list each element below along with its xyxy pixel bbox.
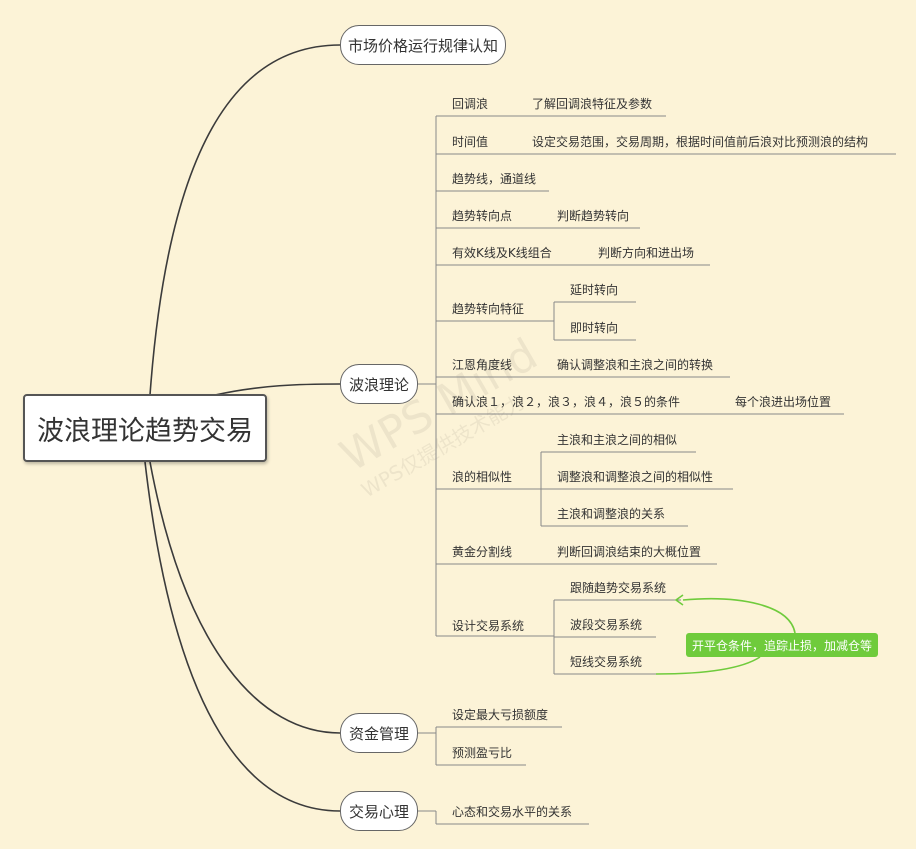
topic-turn-point-detail[interactable]: 判断趋势转向 (557, 209, 630, 223)
branch-wave-theory[interactable]: 波浪理论 (340, 364, 418, 404)
topic-short-term-system[interactable]: 短线交易系统 (570, 655, 643, 669)
topic-pullback[interactable]: 回调浪 (452, 97, 489, 111)
root-topic[interactable]: 波浪理论趋势交易 (23, 394, 267, 462)
topic-time-value-detail[interactable]: 设定交易范围，交易周期，根据时间值前后浪对比预测浪的结构 (532, 135, 869, 149)
branch-money-management[interactable]: 资金管理 (340, 713, 418, 753)
topic-wave-confirm[interactable]: 确认浪１，浪２，浪３，浪４，浪５的条件 (452, 395, 681, 409)
branch-market-cognition[interactable]: 市场价格运行规律认知 (340, 25, 506, 65)
topic-mindset-level[interactable]: 心态和交易水平的关系 (452, 805, 573, 819)
topic-time-value[interactable]: 时间值 (452, 135, 489, 149)
branch-trading-psychology[interactable]: 交易心理 (340, 791, 418, 831)
topic-delayed-turn[interactable]: 延时转向 (570, 283, 619, 297)
topic-trendline[interactable]: 趋势线，通道线 (452, 172, 537, 186)
topic-swing-system[interactable]: 波段交易系统 (570, 618, 643, 632)
note-callout[interactable]: 开平仓条件，追踪止损，加减仓等 (686, 633, 878, 657)
topic-risk-reward[interactable]: 预测盈亏比 (452, 746, 513, 760)
topic-max-loss[interactable]: 设定最大亏损额度 (452, 708, 549, 722)
topic-turn-feature[interactable]: 趋势转向特征 (452, 302, 525, 316)
topic-kline[interactable]: 有效K线及K线组合 (452, 246, 552, 260)
topic-wave-confirm-detail[interactable]: 每个浪进出场位置 (735, 395, 832, 409)
topic-design-system[interactable]: 设计交易系统 (452, 619, 525, 633)
topic-golden-ratio[interactable]: 黄金分割线 (452, 545, 513, 559)
topic-turn-point[interactable]: 趋势转向点 (452, 209, 513, 223)
topic-similar-main[interactable]: 主浪和主浪之间的相似 (557, 433, 678, 447)
topic-golden-ratio-detail[interactable]: 判断回调浪结束的大概位置 (557, 545, 702, 559)
topic-main-correction-relation[interactable]: 主浪和调整浪的关系 (557, 507, 666, 521)
topic-gann-angle[interactable]: 江恩角度线 (452, 358, 513, 372)
topic-gann-angle-detail[interactable]: 确认调整浪和主浪之间的转换 (557, 358, 714, 372)
topic-pullback-detail[interactable]: 了解回调浪特征及参数 (532, 97, 653, 111)
topic-similar-correction[interactable]: 调整浪和调整浪之间的相似性 (557, 470, 714, 484)
topic-trend-following-system[interactable]: 跟随趋势交易系统 (570, 581, 667, 595)
topic-wave-similarity[interactable]: 浪的相似性 (452, 470, 513, 484)
topic-instant-turn[interactable]: 即时转向 (570, 321, 619, 335)
topic-kline-detail[interactable]: 判断方向和进出场 (598, 246, 695, 260)
